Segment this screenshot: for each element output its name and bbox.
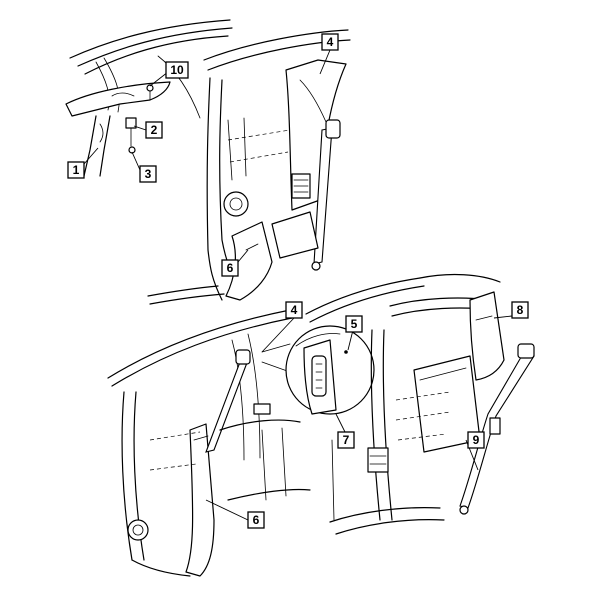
- svg-text:2: 2: [151, 123, 158, 137]
- svg-text:10: 10: [170, 63, 184, 77]
- callout-7: 7: [337, 431, 355, 449]
- svg-text:6: 6: [227, 261, 234, 275]
- callout-9: 9: [467, 431, 485, 449]
- svg-text:9: 9: [473, 433, 480, 447]
- lower-anchor: [311, 261, 321, 271]
- rear-buckle: [489, 417, 501, 435]
- a-pillar-detail: [65, 19, 233, 177]
- speaker-grille: [223, 191, 249, 217]
- seat-back-outline: [271, 211, 319, 259]
- callout-8: 8: [511, 301, 529, 319]
- callout-1: 1: [67, 161, 85, 179]
- callout-6-top: 6: [221, 259, 239, 277]
- callout-5: 5: [345, 315, 363, 333]
- callout-3: 3: [139, 165, 157, 183]
- a-pillar-trim-panel: [65, 81, 171, 117]
- trim-bezel: [311, 355, 327, 397]
- rear-anchor: [459, 505, 469, 515]
- b-pillar-trim: [185, 423, 215, 577]
- speaker: [127, 519, 149, 541]
- callout-4-top: 4: [321, 33, 339, 51]
- callout-6-bottom: 6: [247, 511, 265, 529]
- callout-4-bottom: 4: [285, 301, 303, 319]
- svg-text:1: 1: [73, 163, 80, 177]
- rear-pillar-detail: [147, 29, 351, 305]
- rear-quarter-trim: [469, 291, 505, 381]
- callout-2: 2: [145, 121, 163, 139]
- svg-text:6: 6: [253, 513, 260, 527]
- callout-10: 10: [165, 61, 189, 79]
- svg-text:4: 4: [327, 35, 334, 49]
- svg-text:3: 3: [145, 167, 152, 181]
- cab-interior-view: [107, 309, 311, 577]
- buckle: [253, 403, 271, 415]
- rear-d-ring: [517, 343, 535, 359]
- rear-retractor: [367, 447, 389, 473]
- b-pillar-lower-trim: [225, 221, 273, 301]
- leader-lines: [83, 49, 513, 521]
- svg-text:4: 4: [291, 303, 298, 317]
- svg-text:8: 8: [517, 303, 524, 317]
- d-ring-front: [235, 349, 251, 365]
- svg-text:7: 7: [343, 433, 350, 447]
- d-ring: [325, 119, 341, 139]
- svg-text:5: 5: [351, 317, 358, 331]
- magnified-detail: [261, 325, 375, 415]
- front-seat-belt: [205, 359, 249, 453]
- rear-cab-view: [305, 273, 535, 535]
